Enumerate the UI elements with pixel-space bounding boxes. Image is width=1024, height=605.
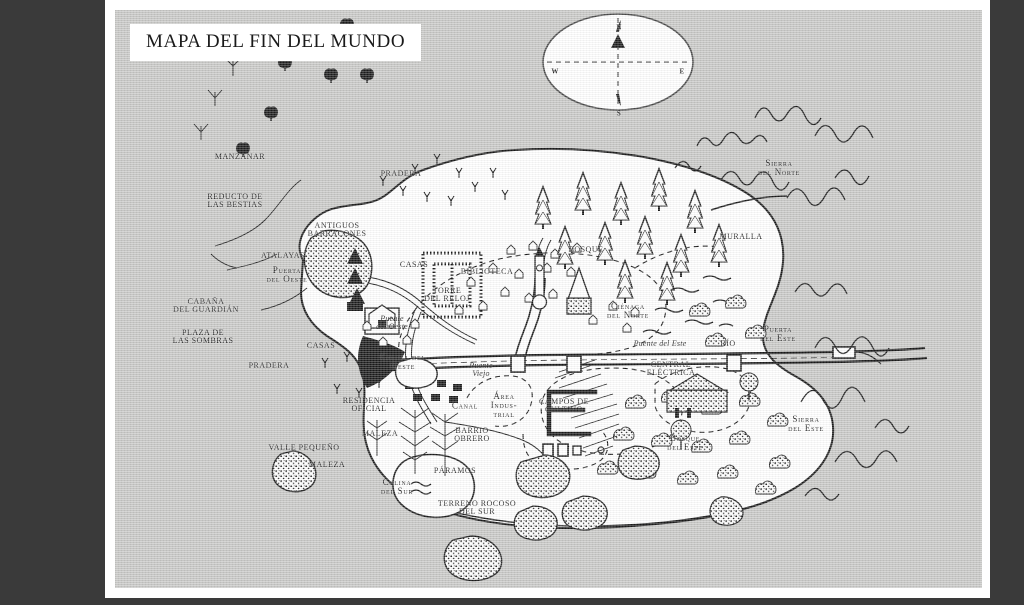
coast-shade [299, 199, 378, 261]
offshore-rock-west [271, 450, 317, 493]
canal-waterway [546, 389, 598, 437]
west-gate-block [347, 302, 363, 311]
offshore-rock-south [443, 535, 503, 582]
bridge-icons [510, 354, 742, 373]
scrubland-icons [366, 407, 461, 476]
west-hill-shape [394, 357, 438, 389]
page-title: Mapa del Fin del Mundo [146, 31, 406, 52]
northwest-tendrils [210, 179, 308, 311]
broadleaf-tree-icons [670, 372, 759, 450]
watchtower-icons [347, 248, 365, 304]
sierra-del-norte-peaks [674, 105, 874, 207]
map-paper-sheet: Mapa del Fin del Mundo W E N S ManzanarR… [105, 0, 990, 598]
map-illustration [193, 13, 928, 582]
compass-rose-graphic [542, 13, 694, 111]
map-surface[interactable]: Mapa del Fin del Mundo W E N S ManzanarR… [115, 10, 982, 588]
library-icon [566, 266, 592, 315]
map-title-cartouche: Mapa del Fin del Mundo [130, 24, 422, 61]
plaza-de-las-sombras-shape [358, 336, 405, 388]
island-landmass [298, 147, 835, 530]
clock-tower-icon [531, 247, 548, 310]
east-gate-icon [832, 346, 882, 365]
power-plant-icon [664, 373, 730, 418]
sierra-del-este-peaks [794, 282, 910, 501]
rocky-terrain-icons [513, 445, 660, 541]
muralla-wall-line [710, 195, 788, 211]
south-hill-shape [392, 453, 476, 519]
offshore-rock-southeast [709, 496, 744, 526]
